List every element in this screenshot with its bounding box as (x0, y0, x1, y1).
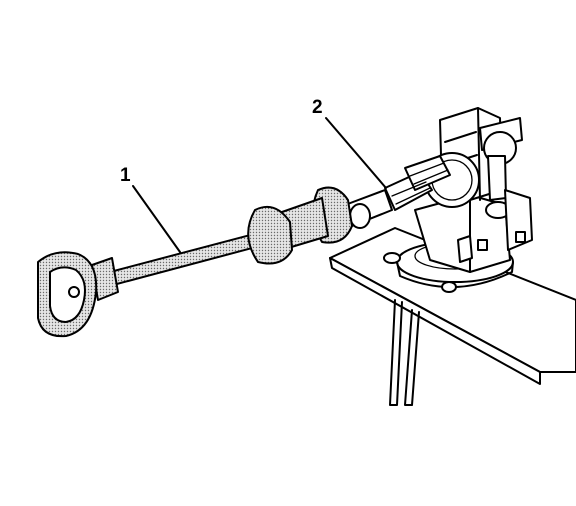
callout-2-label: 2 (312, 97, 323, 118)
slide-hammer (37, 186, 353, 338)
puller-adapter (344, 155, 451, 229)
callout-2-leader (325, 117, 387, 189)
callout-1-label: 1 (120, 165, 131, 186)
bench-legs (389, 299, 420, 406)
callout-1-leader (132, 185, 181, 253)
workbench (329, 227, 576, 406)
bench-vise (383, 107, 533, 293)
slide-hammer-main-weight (247, 206, 293, 265)
